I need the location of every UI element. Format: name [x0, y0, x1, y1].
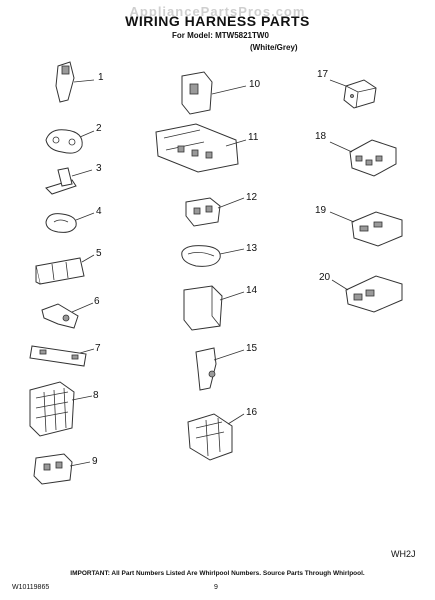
part-14-drawing: [183, 285, 245, 331]
part-number-5: 5: [96, 248, 102, 259]
part-number-9: 9: [92, 456, 98, 467]
part-20-drawing: [331, 275, 403, 313]
part-number-6: 6: [94, 296, 100, 307]
model-label: For Model: MTW5821TW0: [172, 31, 269, 40]
part-17-drawing: [329, 79, 377, 109]
page-title: WIRING HARNESS PARTS: [125, 13, 310, 29]
part-9-drawing: [33, 453, 91, 485]
part-6-drawing: [41, 302, 94, 329]
part-5-drawing: [35, 254, 95, 285]
variant-label: (White/Grey): [250, 43, 298, 52]
part-number-4: 4: [96, 206, 102, 217]
part-7-drawing: [29, 345, 95, 367]
part-number-11: 11: [248, 132, 259, 143]
part-15-drawing: [195, 347, 245, 391]
part-11-drawing: [155, 123, 247, 173]
part-number-19: 19: [315, 205, 327, 216]
part-10-drawing: [181, 71, 247, 115]
diagram-code: WH2J: [391, 549, 416, 559]
part-12-drawing: [185, 197, 245, 227]
part-number-15: 15: [246, 343, 258, 354]
part-number-12: 12: [246, 192, 258, 203]
part-number-3: 3: [96, 163, 102, 174]
part-3-drawing: [45, 167, 93, 195]
footnote: IMPORTANT: All Part Numbers Listed Are W…: [70, 570, 365, 577]
part-number-13: 13: [246, 243, 258, 254]
part-number-1: 1: [98, 72, 104, 83]
part-number-20: 20: [319, 272, 331, 283]
part-number-16: 16: [246, 407, 258, 418]
part-number-7: 7: [95, 343, 101, 354]
part-8-drawing: [29, 381, 93, 437]
watermark: AppliancePartsPros.com: [129, 4, 306, 19]
part-1-drawing: [55, 61, 95, 103]
part-18-drawing: [329, 139, 397, 177]
part-16-drawing: [187, 413, 245, 461]
part-number-17: 17: [317, 69, 329, 80]
part-2-drawing: [45, 129, 95, 154]
part-number-2: 2: [96, 123, 102, 134]
part-number-8: 8: [93, 390, 99, 401]
document-number: W10119865: [12, 584, 50, 591]
part-4-drawing: [45, 212, 95, 233]
part-19-drawing: [329, 211, 403, 247]
part-13-drawing: [181, 245, 245, 267]
part-number-14: 14: [246, 285, 258, 296]
page-number: 9: [214, 584, 218, 591]
part-number-10: 10: [249, 79, 261, 90]
part-number-18: 18: [315, 131, 327, 142]
